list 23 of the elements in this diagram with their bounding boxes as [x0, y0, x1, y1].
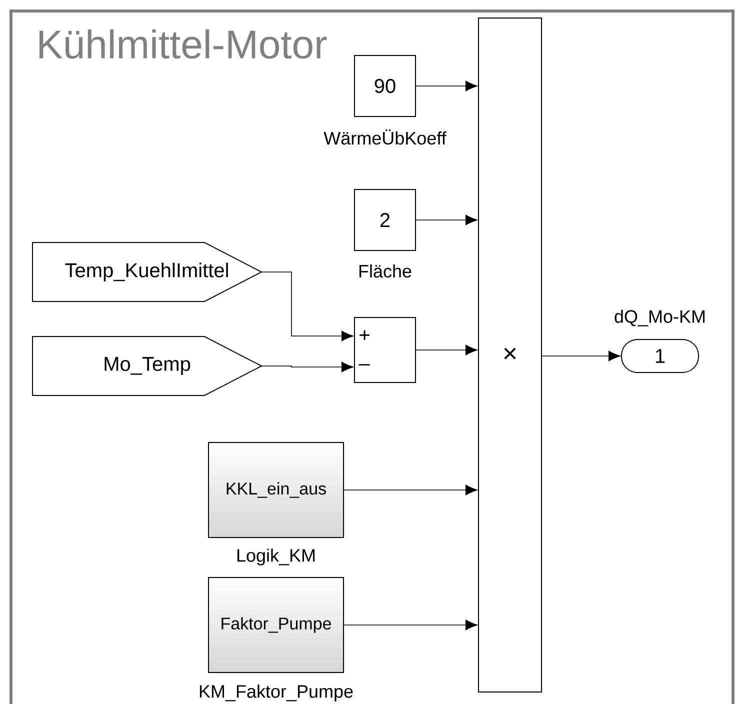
- sum-block: + –: [354, 317, 416, 383]
- signal-arrow: [261, 272, 354, 342]
- product-block: ×: [478, 18, 542, 692]
- signal-arrow: [415, 344, 478, 356]
- outport-block: 1: [621, 339, 699, 373]
- subsystem-block: KKL_ein_aus: [208, 442, 344, 538]
- from-tag-block: Mo_Temp: [32, 336, 263, 396]
- constant-block: 90: [354, 55, 416, 117]
- signal-arrow: [343, 620, 478, 630]
- diagram-title: Kühlmittel-Motor: [39, 29, 327, 59]
- block-label: Fläche: [359, 264, 412, 278]
- subsystem-block: Faktor_Pumpe: [208, 577, 344, 673]
- block-label: WärmeÜbKoeff: [324, 129, 446, 145]
- signal-arrow: [541, 350, 620, 362]
- signal-arrow: [415, 80, 478, 92]
- signal-arrow: [415, 214, 478, 226]
- signal-arrow: [261, 362, 354, 372]
- from-tag-block: Temp_KuehlImittel: [32, 242, 263, 302]
- block-label: KM_Faktor_Pumpe: [200, 684, 353, 702]
- block-label: Logik_KM: [237, 548, 315, 566]
- block-label: dQ_Mo-KM: [614, 310, 705, 326]
- constant-block: 2: [354, 189, 416, 251]
- signal-arrow: [343, 484, 478, 496]
